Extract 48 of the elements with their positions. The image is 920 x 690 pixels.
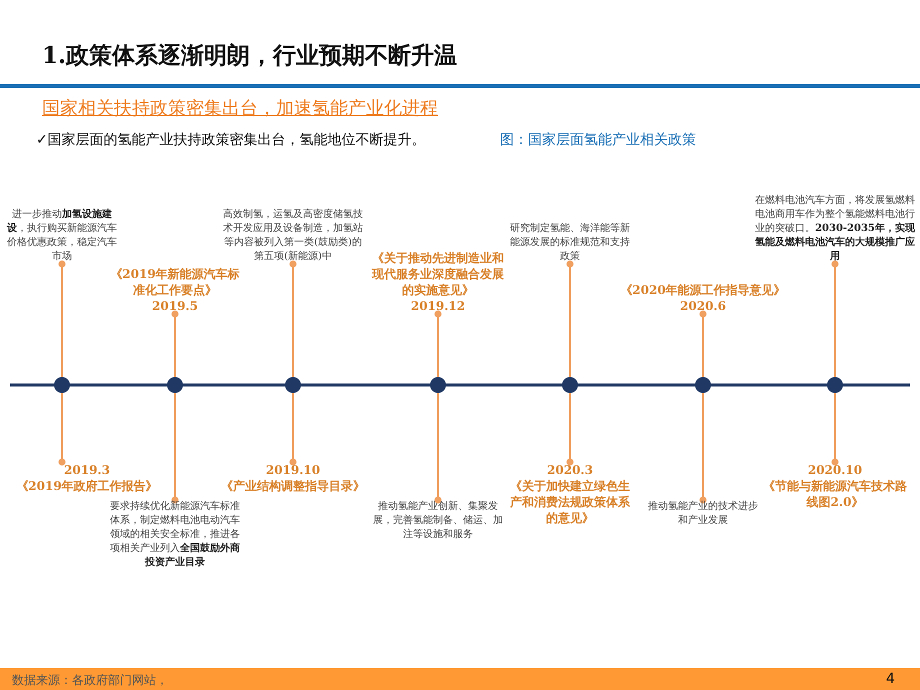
policy-title: 《关于加快建立绿色生产和消费法规政策体系的意见》 [509, 478, 631, 526]
page-title: 1.政策体系逐渐明朗，行业预期不断升温 [42, 41, 458, 71]
timeline-dot [430, 377, 446, 393]
timeline-stem [290, 260, 296, 377]
description-text: 研究制定氢能、海洋能等新能源发展的标准规范和支持政策 [510, 222, 630, 264]
timeline-stem [290, 393, 296, 466]
date-label: 2019.12 [410, 298, 466, 314]
date-label: 2019.5 [152, 298, 198, 314]
source-note: 数据来源：各政府部门网站， [12, 672, 168, 689]
timeline-dot [54, 377, 70, 393]
timeline-stem [566, 393, 574, 466]
page-number: 4 [886, 671, 895, 687]
bullet-text: ✓国家层面的氢能产业扶持政策密集出台，氢能地位不断提升。 [36, 131, 426, 149]
timeline-stem [434, 310, 442, 377]
timeline-stem [172, 393, 178, 504]
timeline-dot [827, 377, 843, 393]
policy-title: 《节能与新能源汽车技术路线图2.0》 [762, 478, 908, 510]
timeline-dot [562, 377, 578, 393]
timeline-stem [700, 310, 706, 377]
timeline-stem [566, 260, 574, 377]
timeline-dot [695, 377, 711, 393]
policy-title: 《2019年政府工作报告》 [16, 478, 158, 494]
date-label: 2020.10 [808, 462, 862, 478]
description-text: 在燃料电池汽车方面，将发展氢燃料电池商用车作为整个氢能燃料电池行业的突破口。2030-2035年，实现氢能及燃料电池汽车的大规模推广应用 [755, 194, 915, 264]
timeline-stem [172, 310, 178, 377]
policy-title: 《关于推动先进制造业和现代服务业深度融合发展的实施意见》 [370, 250, 505, 298]
date-label: 2019.3 [64, 462, 110, 478]
description-text: 要求持续优化新能源汽车标准体系，制定燃料电池电动汽车领域的相关安全标准，推进各项相关产业列入全国鼓励外商投资产业目录 [110, 500, 240, 570]
description-text: 推动氢能产业的技术进步和产业发展 [648, 500, 758, 528]
date-label: 2019.10 [266, 462, 320, 478]
timeline-stem [700, 393, 706, 504]
description-text: 推动氢能产业创新、集聚发展，完善氢能制备、储运、加注等设施和服务 [370, 500, 506, 542]
policy-title: 《2019年新能源汽车标准化工作要点》 [110, 266, 240, 298]
timeline-stem [58, 260, 66, 377]
date-label: 2020.6 [680, 298, 726, 314]
description-text: 进一步推动加氢设施建设，执行购买新能源汽车价格优惠政策，稳定汽车市场 [4, 208, 120, 264]
timeline-stem [832, 260, 838, 377]
figure-caption: 图：国家层面氢能产业相关政策 [500, 131, 696, 149]
timeline-dot [285, 377, 301, 393]
date-label: 2020.3 [547, 462, 593, 478]
policy-title: 《2020年能源工作指导意见》 [620, 282, 786, 298]
policy-title: 《产业结构调整指导目录》 [221, 478, 365, 494]
timeline-stem [434, 393, 442, 504]
timeline-stem [58, 393, 66, 466]
timeline-dot [167, 377, 183, 393]
description-text: 高效制氢，运氢及高密度储氢技术开发应用及设备制造，加氢站等内容被列入第一类(鼓励类)的第五项(新能源)中 [223, 208, 363, 264]
timeline-stem [832, 393, 838, 466]
section-heading: 国家相关扶持政策密集出台，加速氢能产业化进程 [42, 97, 438, 120]
